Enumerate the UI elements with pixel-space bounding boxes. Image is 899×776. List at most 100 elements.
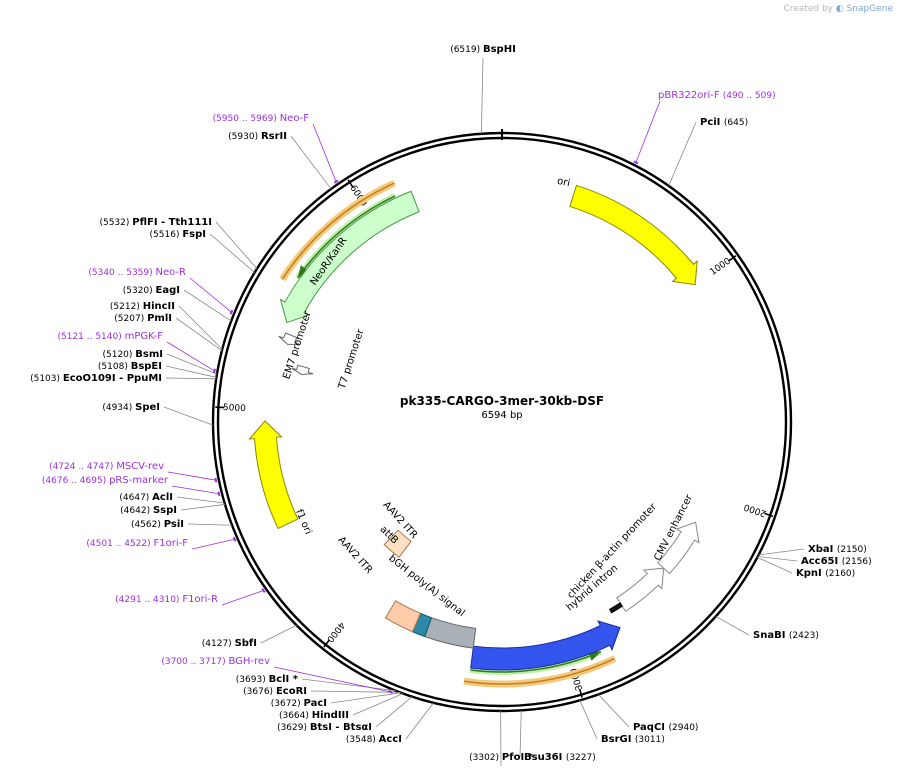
- primer-name: Neo-R: [156, 267, 187, 278]
- tick-mark: [764, 512, 774, 518]
- site-pmli: (5207) PmlI: [114, 313, 172, 324]
- site-name: KpnI: [796, 568, 825, 579]
- site-position: (5207): [114, 314, 147, 324]
- tick-label: 2000: [743, 501, 768, 518]
- primer-mark: [261, 588, 266, 593]
- site-leader: [165, 377, 217, 380]
- site-name: AccI: [379, 734, 402, 745]
- site-name: PciI: [700, 117, 724, 128]
- site-name: EcoO109I - PpuMI: [63, 373, 162, 384]
- site-position: (4647): [119, 493, 152, 503]
- site-position: (3629): [277, 723, 310, 733]
- primer-name: F1ori-F: [154, 538, 189, 549]
- site-name: PfoI *: [502, 752, 534, 763]
- site-position: (4934): [102, 403, 135, 413]
- site-name: HincII: [143, 301, 175, 312]
- primer-labels: pBR322ori-F (490 .. 509)(5950 .. 5969) N…: [42, 90, 776, 694]
- site-name: BsrGI: [601, 734, 635, 745]
- tick-mark: [728, 255, 737, 262]
- site-leader: [163, 406, 214, 426]
- feature-label-t7-promoter: T7 promoter: [336, 327, 366, 391]
- feature-bgh-poly-a-signal: [424, 617, 477, 649]
- primer-range: (4291 .. 4310): [115, 595, 182, 605]
- site-leader: [579, 700, 598, 740]
- site-ecori: (3676) EcoRI: [243, 686, 307, 697]
- site-position: (3011): [635, 735, 665, 745]
- primer-range: (4676 .. 4695): [42, 476, 109, 486]
- primer-leader: [189, 277, 232, 313]
- credit-brand: SnapGene: [846, 4, 893, 14]
- site-hincii: (5212) HincII: [110, 301, 175, 312]
- site-paqci: PaqCI (2940): [633, 722, 698, 733]
- site-xbai: XbaI (2150): [808, 544, 867, 555]
- primer-range: (3700 .. 3717): [161, 657, 228, 667]
- site-name: EcoRI: [276, 686, 307, 697]
- site-position: (5108): [98, 362, 131, 372]
- site-leader: [178, 305, 223, 350]
- site-name: FspI: [182, 229, 206, 240]
- site-bsmi: (5120) BsmI: [102, 349, 163, 360]
- site-leader: [183, 289, 232, 322]
- primer-name: pRS-marker: [109, 475, 169, 486]
- site-position: (4562): [131, 520, 164, 530]
- site-leader: [209, 233, 255, 273]
- tick-mark: [578, 688, 583, 698]
- feature-hybrid-intron: [608, 602, 623, 614]
- site-leader: [598, 694, 630, 728]
- primer-neo-r: (5340 .. 5359) Neo-R: [88, 267, 186, 278]
- primer-leader: [312, 123, 337, 182]
- primer-range: (5950 .. 5969): [213, 114, 280, 124]
- site-kpni: KpnI (2160): [796, 568, 855, 579]
- primer-mscv-rev: (4724 .. 4747) MSCV-rev: [49, 461, 164, 472]
- site-spei: (4934) SpeI: [102, 402, 160, 413]
- site-position: (645): [724, 118, 748, 128]
- primer-mark: [217, 491, 221, 497]
- primer-leader: [166, 341, 215, 372]
- primer-range: (5340 .. 5359): [88, 268, 155, 278]
- primer-range: (4724 .. 4747): [49, 462, 116, 472]
- tick-mark: [323, 639, 331, 648]
- site-leader: [301, 678, 396, 692]
- tick-label: 4000: [324, 620, 346, 644]
- feature-em7-promoter: [278, 332, 300, 345]
- primer-neo-f: (5950 .. 5969) Neo-F: [213, 113, 310, 124]
- site-name: SnaBI: [753, 630, 789, 641]
- orf-band-green-line: [470, 650, 602, 673]
- primer-mark: [214, 477, 218, 483]
- site-leaders: [163, 57, 805, 767]
- site-name: BspEI: [131, 361, 162, 372]
- plasmid-length: 6594 bp: [481, 410, 522, 421]
- site-paci: (3672) PacI: [271, 698, 327, 709]
- site-name: PmlI: [147, 313, 172, 324]
- site-name: XbaI: [808, 544, 837, 555]
- orf-band-orange-line: [463, 657, 616, 685]
- site-leader: [758, 548, 805, 556]
- primer-leader: [221, 590, 264, 606]
- site-btsi-bts-i: (3629) BtsI - BtsαI: [277, 722, 372, 733]
- backbone-inner-circle: [216, 136, 788, 708]
- primer-leader: [191, 538, 235, 550]
- feature-label-aav2-itr-left: AAV2 ITR: [335, 535, 374, 576]
- site-leader: [405, 702, 434, 740]
- site-fspi: (5516) FspI: [150, 229, 206, 240]
- site-leader: [187, 523, 233, 526]
- site-name: BclI *: [269, 674, 299, 685]
- site-name: AclI: [152, 492, 173, 503]
- site-position: (3693): [236, 675, 269, 685]
- primer-name: BGH-rev: [228, 656, 270, 667]
- primer-leader: [635, 100, 661, 163]
- site-pflfi-tth111i: (5532) PflFI - Tth111I: [99, 217, 212, 228]
- site-acc65i: Acc65I (2156): [801, 556, 872, 567]
- site-bsphi: (6519) BspHI: [450, 44, 516, 55]
- site-leader: [310, 690, 400, 693]
- site-leader: [330, 692, 401, 704]
- site-name: SpeI: [135, 402, 160, 413]
- site-position: (6519): [450, 45, 483, 55]
- primer-prs-marker: (4676 .. 4695) pRS-marker: [42, 475, 169, 486]
- site-leader: [715, 616, 750, 636]
- site-psii: (4562) PsiI: [131, 519, 184, 530]
- tick-mark: [347, 179, 354, 188]
- site-acli: (4647) AclI: [119, 492, 173, 503]
- features: [248, 184, 700, 671]
- site-leader: [166, 353, 218, 375]
